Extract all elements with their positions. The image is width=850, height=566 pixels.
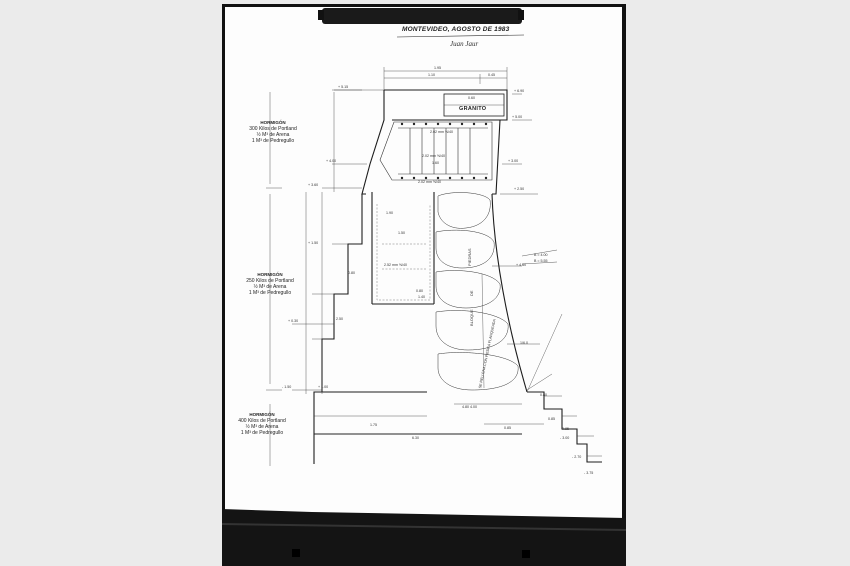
- mix-title: HORMIGÓN: [257, 272, 283, 277]
- level-label: - 3.00: [560, 436, 570, 440]
- dim-label: 4.80 4.00: [462, 405, 477, 409]
- dim-label: 0.80: [348, 271, 355, 275]
- level-label: + 0.30: [288, 319, 299, 323]
- blueprint-sheet: MONTEVIDEO, AGOSTO DE 1983 Juan Jaur GRA…: [222, 4, 626, 566]
- dim-label: 6.30: [412, 436, 419, 440]
- mix-line: 300 Kilos de Portland: [249, 125, 297, 132]
- mix-spec-middle: HORMIGÓN 250 Kilos de Portland ½ M³ de A…: [242, 272, 298, 296]
- dim-label: 1.60: [432, 161, 439, 165]
- sheet-header: MONTEVIDEO, AGOSTO DE 1983: [402, 26, 510, 33]
- slope-label: B = 4.00: [534, 253, 548, 257]
- granite-label: GRANITO: [459, 106, 487, 112]
- level-label: - 2.70: [572, 455, 582, 459]
- bottom-film-band: [222, 509, 626, 566]
- dim-label: 1.50: [398, 231, 405, 235]
- mix-line: 1 M³ de Pedregullo: [248, 290, 292, 297]
- level-label: + 6.90: [514, 89, 525, 93]
- rock-label-bloque: BLOQUE: [469, 309, 474, 326]
- level-label: + 4.60: [516, 263, 527, 267]
- mix-line: ½ M³ de Arena: [253, 283, 287, 290]
- dim-label: 1.10: [428, 73, 435, 77]
- level-label: 0.80: [540, 393, 547, 397]
- mix-line: 250 Kilos de Portland: [246, 277, 294, 284]
- mix-line: ½ M³ de Arena: [256, 131, 290, 138]
- dim-label: 0.60: [468, 96, 475, 100]
- dim-label: 2.02 mm ⅝/40: [422, 154, 445, 158]
- mix-line: 400 Kilos de Portland: [238, 417, 286, 424]
- slope-label: 1/6.0: [520, 341, 528, 345]
- blueprint-drawing: [222, 4, 626, 566]
- level-label: + 3.60: [308, 183, 319, 187]
- slope-label: B = 5.55: [534, 259, 548, 263]
- dim-label: 0.45: [488, 73, 495, 77]
- level-label: - 3.75: [584, 471, 594, 475]
- level-label: + 5.15: [338, 85, 349, 89]
- level-label: - 1.50: [282, 385, 292, 389]
- level-label: + 3.00: [508, 159, 519, 163]
- mix-spec-upper: HORMIGÓN 300 Kilos de Portland ½ M³ de A…: [244, 120, 302, 144]
- level-label: + 1.50: [308, 241, 319, 245]
- rock-fill: [435, 192, 519, 391]
- mix-line: ½ M³ de Arena: [245, 423, 279, 430]
- level-label: + 1.00: [318, 385, 329, 389]
- dim-label: 2.52 mm ⅝/40: [384, 263, 407, 267]
- dim-label: 0.80: [416, 289, 423, 293]
- rock-label-de: DE: [469, 290, 474, 296]
- mix-line: 1 M³ de Pedregullo: [251, 138, 295, 145]
- mix-title: HORMIGÓN: [260, 120, 286, 125]
- level-label: + 5.00: [512, 115, 523, 119]
- level-label: + 4.00: [326, 159, 337, 163]
- level-label: + 2.50: [514, 187, 525, 191]
- dim-label: 0.85: [548, 417, 555, 421]
- dim-label: 0.85: [562, 427, 569, 431]
- dim-label: 1.95: [434, 66, 441, 70]
- signature: Juan Jaur: [450, 40, 479, 48]
- dim-label: 0.85: [504, 426, 511, 430]
- rebar-cage: [379, 121, 493, 181]
- top-binder-tab: [322, 8, 522, 24]
- dim-label: 1.90: [386, 211, 393, 215]
- mix-title: HORMIGÓN: [249, 412, 275, 417]
- rock-label-piedras: PIEDRAS: [467, 248, 472, 266]
- dim-label: 2.02 mm ⅝/40: [430, 130, 453, 134]
- dim-label: 1.40: [418, 295, 425, 299]
- dim-label: 2.02 mm ⅝/40: [418, 180, 441, 184]
- mix-spec-lower: HORMIGÓN 400 Kilos de Portland ½ M³ de A…: [236, 412, 288, 436]
- dim-label: 1.75: [370, 423, 377, 427]
- dim-label: 2.50: [336, 317, 343, 321]
- mix-line: 1 M³ de Pedregullo: [240, 430, 284, 437]
